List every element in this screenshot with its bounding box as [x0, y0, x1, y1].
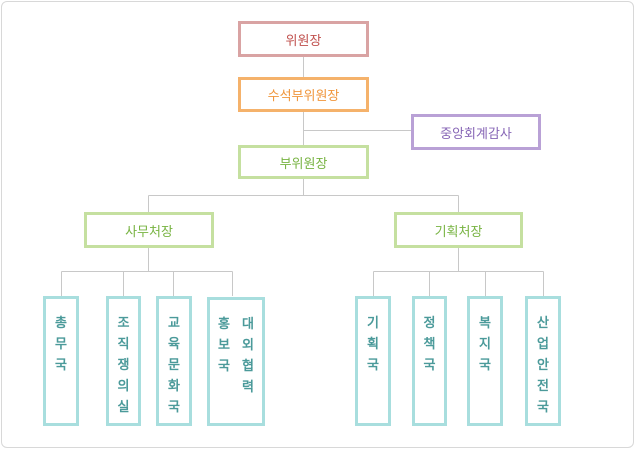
vertical-char: 책: [423, 337, 436, 352]
vertical-char: 대: [242, 317, 254, 332]
vertical-char: 육: [168, 337, 180, 352]
senior-vice-chairman-label: 수석부위원장: [267, 89, 340, 104]
vertical-char: 쟁: [117, 358, 130, 373]
vertical-char: 기: [367, 316, 379, 331]
vertical-char: 문: [168, 358, 180, 373]
chairman-box: 위원장: [238, 21, 369, 57]
vice-chairman-label: 부위원장: [279, 156, 328, 172]
vertical-char: 협: [242, 359, 254, 374]
vertical-char: 국: [537, 400, 549, 415]
vertical-char: 국: [367, 358, 379, 373]
central-audit-box: 중앙회계감사: [411, 114, 541, 150]
vertical-char: 총: [55, 316, 67, 331]
chairman-label: 위원장: [285, 33, 322, 49]
vertical-char: 홍: [218, 317, 230, 332]
vertical-char: 전: [537, 379, 549, 394]
vertical-char: 외: [242, 338, 254, 353]
vertical-char: 력: [242, 380, 254, 395]
vertical-char: 의: [117, 379, 130, 394]
vertical-char: 국: [218, 359, 230, 374]
vertical-char: 지: [479, 337, 491, 352]
vertical-char: 무: [55, 337, 67, 352]
vertical-char: 보: [218, 338, 230, 353]
vertical-char: 안: [537, 358, 549, 373]
planning-director-label: 기획처장: [434, 224, 483, 240]
vertical-char: 복: [479, 316, 491, 331]
planning-director-box: 기획처장: [394, 212, 523, 248]
vertical-char: 국: [168, 400, 180, 415]
vertical-char: 업: [537, 337, 549, 352]
vertical-char: 화: [168, 379, 180, 394]
secretary-general-box: 사무처장: [84, 212, 214, 248]
vertical-char: 조: [117, 316, 130, 331]
vertical-char: 획: [367, 337, 379, 352]
vertical-char: 실: [117, 400, 130, 415]
secretary-general-label: 사무처장: [125, 224, 173, 240]
vertical-char: 국: [423, 358, 436, 373]
senior-vice-chairman-box: 수석부위원장: [238, 77, 369, 112]
central-audit-label: 중앙회계감사: [440, 126, 512, 142]
vertical-char: 교: [168, 316, 180, 331]
vice-chairman-box: 부위원장: [238, 145, 369, 179]
vertical-char: 정: [423, 316, 436, 331]
vertical-char: 산: [537, 316, 549, 331]
vertical-char: 국: [479, 358, 491, 373]
vertical-char: 국: [55, 358, 67, 373]
vertical-char: 직: [117, 337, 130, 352]
